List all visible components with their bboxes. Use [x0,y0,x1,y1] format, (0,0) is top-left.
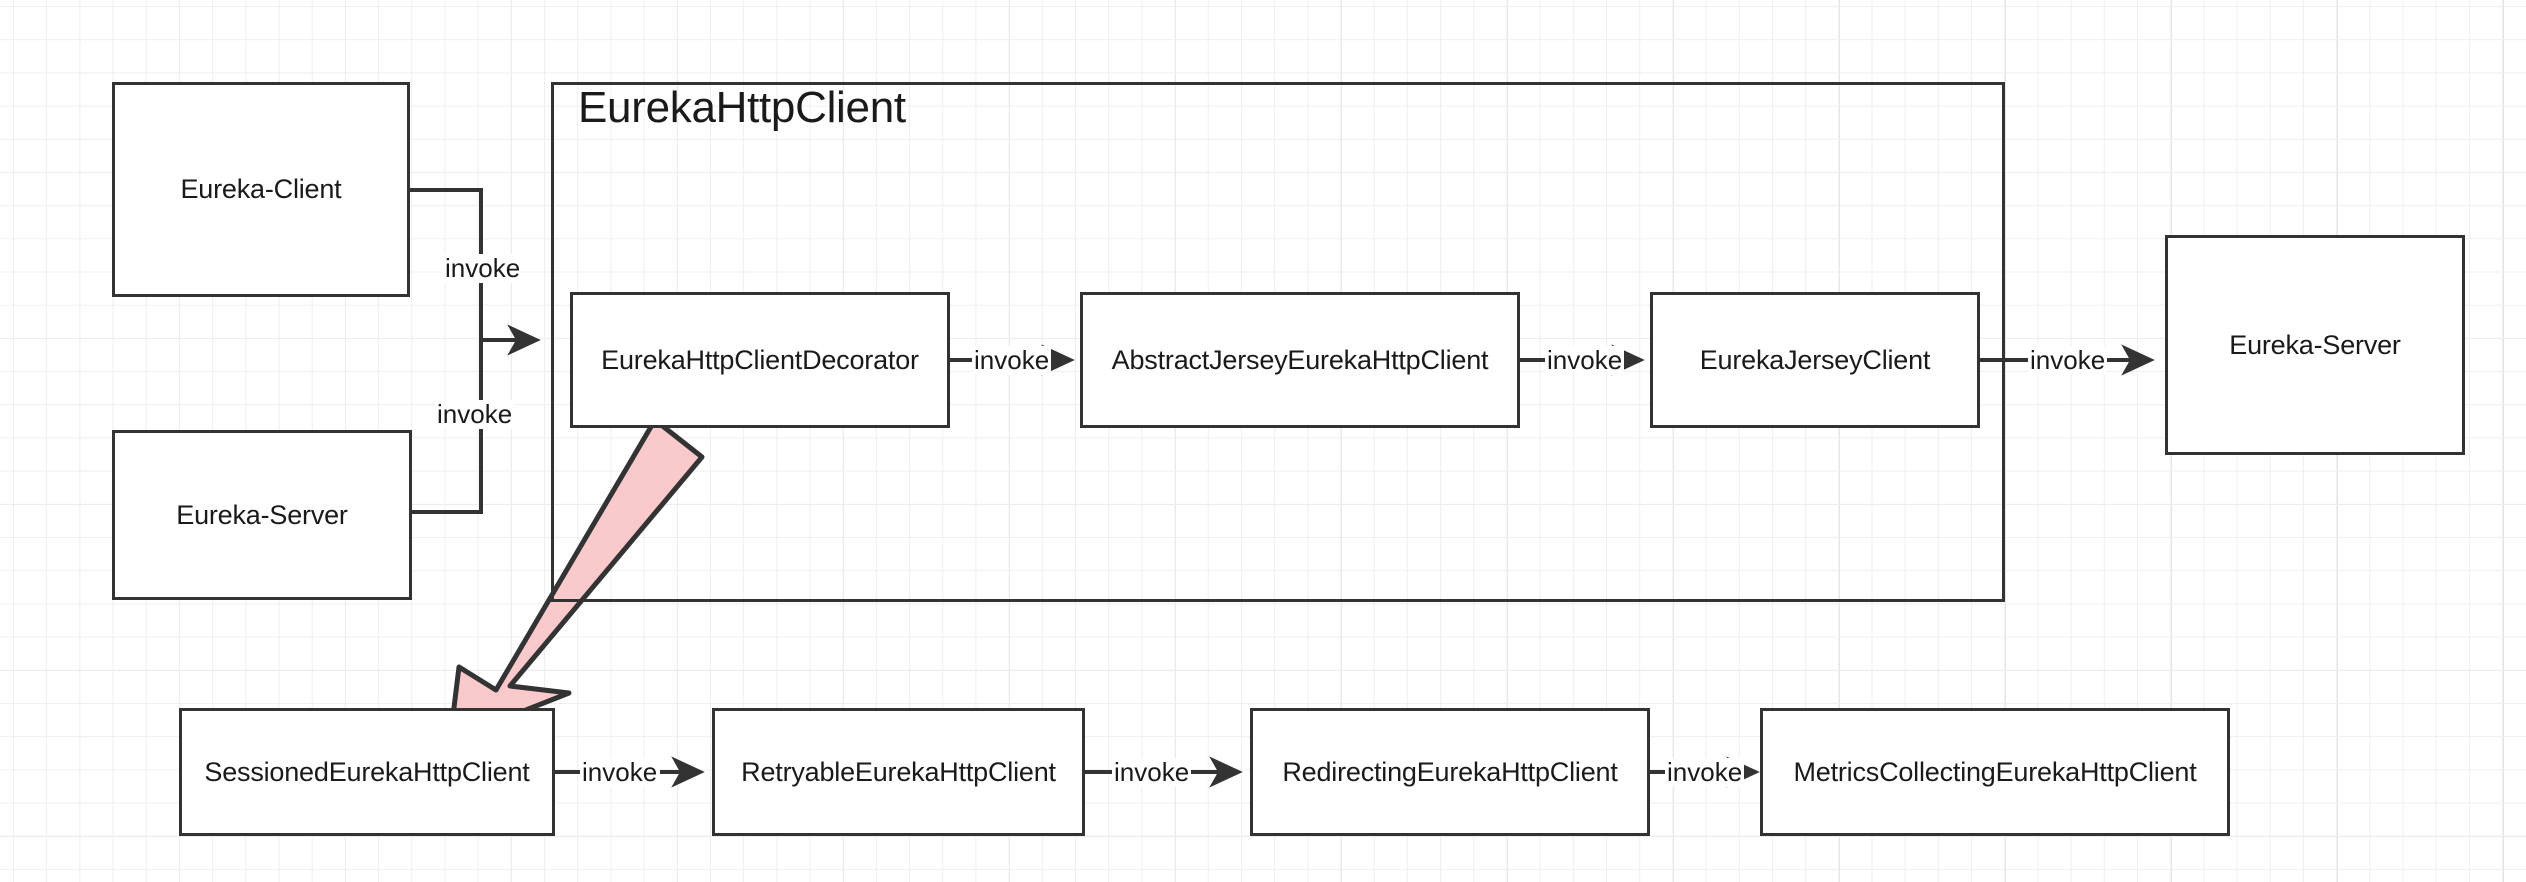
node-label: Eureka-Server [176,499,348,530]
node-label: SessionedEurekaHttpClient [204,756,530,787]
node-label: MetricsCollectingEurekaHttpClient [1793,756,2197,787]
node-label: AbstractJerseyEurekaHttpClient [1111,344,1489,375]
edge-label-retryable-to-redirecting: invoke [1112,757,1192,787]
node-label: Eureka-Client [180,174,342,204]
node-label: RedirectingEurekaHttpClient [1282,756,1618,787]
node-eureka-jersey-client[interactable]: EurekaJerseyClient [1650,292,1980,428]
node-label: EurekaJerseyClient [1699,344,1931,375]
node-retryable-eureka-http-client[interactable]: RetryableEurekaHttpClient [712,708,1085,836]
node-abstract-jersey-eureka-http-client[interactable]: AbstractJerseyEurekaHttpClient [1080,292,1520,428]
edge-label-server-to-group: invoke [435,399,515,429]
node-label: EurekaHttpClientDecorator [601,344,919,375]
node-eureka-server-left[interactable]: Eureka-Server [112,430,412,600]
edge-label-jersey-to-server: invoke [2028,345,2108,375]
edge-label-abstract-to-jersey: invoke [1545,345,1625,375]
edge-label-redirecting-to-metrics: invoke [1665,757,1745,787]
node-sessioned-eureka-http-client[interactable]: SessionedEurekaHttpClient [179,708,555,836]
group-title: EurekaHttpClient [578,83,906,132]
edge-label-client-to-group: invoke [443,253,523,283]
node-eureka-http-client-decorator[interactable]: EurekaHttpClientDecorator [570,292,950,428]
node-label: RetryableEurekaHttpClient [741,756,1056,787]
edge-label-decorator-to-abstract: invoke [972,345,1052,375]
node-redirecting-eureka-http-client[interactable]: RedirectingEurekaHttpClient [1250,708,1650,836]
node-eureka-client-left[interactable]: Eureka-Client [112,82,410,297]
group-eureka-http-client [551,82,2005,602]
node-metrics-collecting-eureka-http-client[interactable]: MetricsCollectingEurekaHttpClient [1760,708,2230,836]
node-label: Eureka-Server [2229,329,2401,360]
edge-label-sessioned-to-retryable: invoke [580,757,660,787]
node-eureka-server-right[interactable]: Eureka-Server [2165,235,2465,455]
